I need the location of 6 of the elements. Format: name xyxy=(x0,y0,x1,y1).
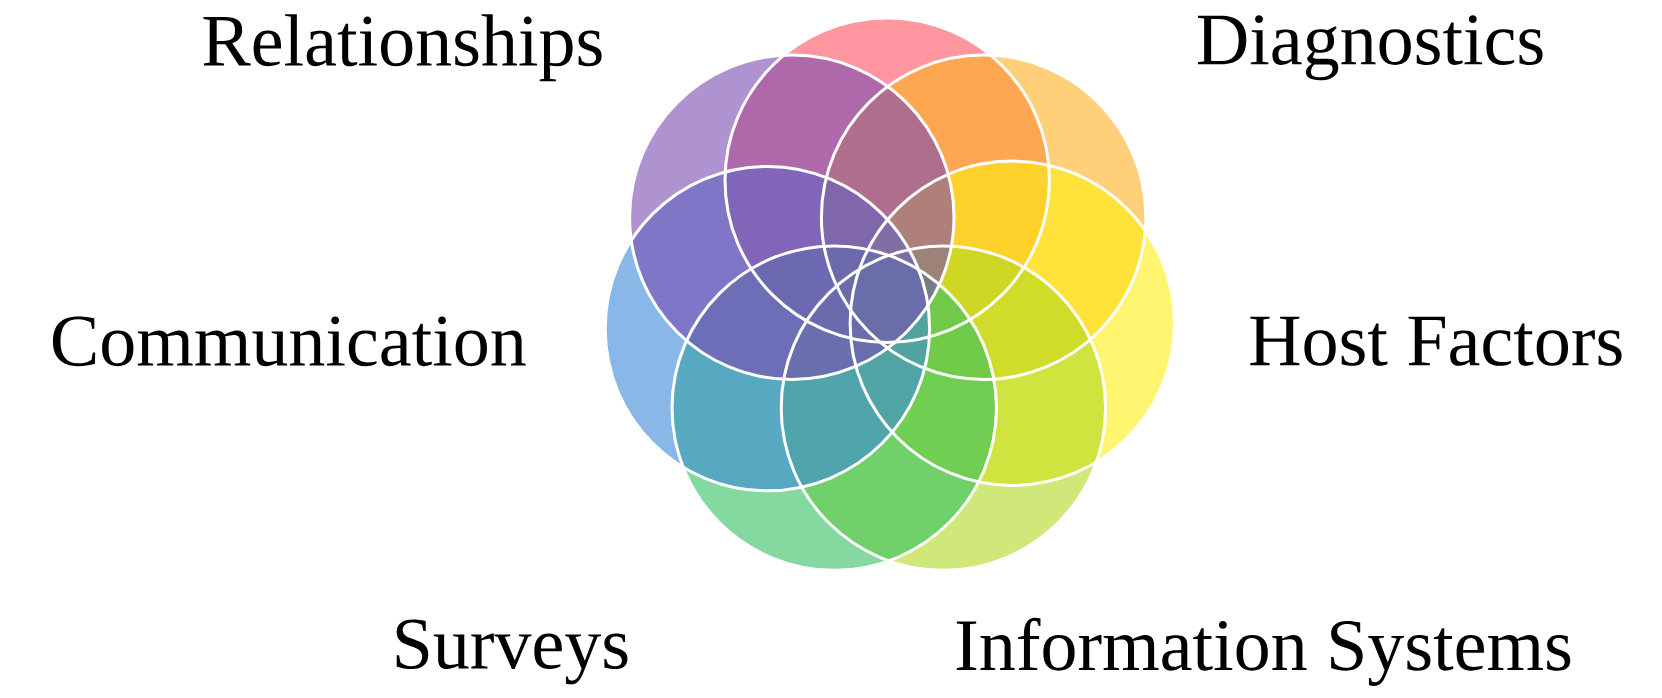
category-label: Relationships xyxy=(203,14,602,82)
category-label: Diagnostics xyxy=(1197,15,1543,81)
category-label: Communication xyxy=(52,316,526,367)
category-label: Host Factors xyxy=(1250,316,1622,366)
category-label: Surveys xyxy=(396,619,628,685)
category-label: Information Systems xyxy=(956,617,1571,686)
